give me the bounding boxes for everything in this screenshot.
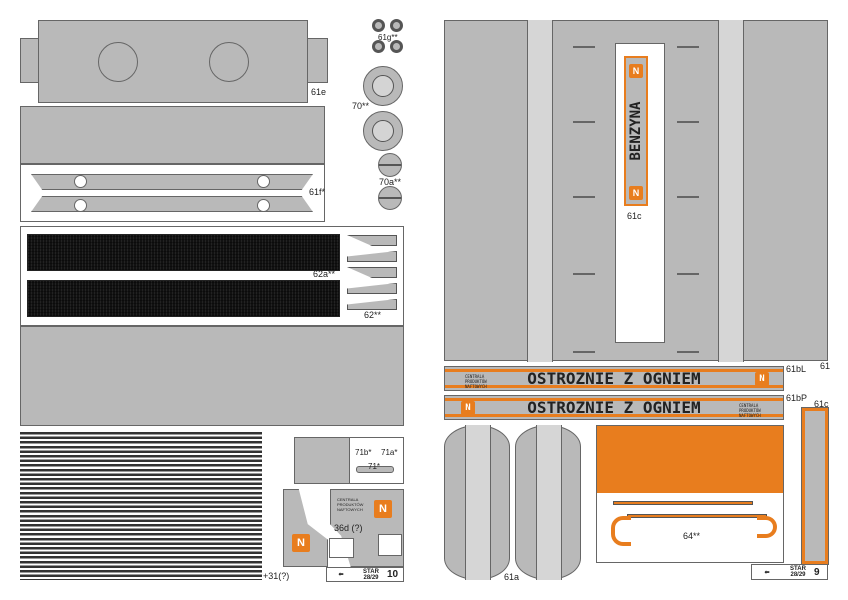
part-70a-1 <box>378 153 402 177</box>
ring <box>372 40 385 53</box>
part-64: 64** <box>596 425 784 563</box>
label-64: 64** <box>683 531 701 541</box>
cpn-text: CENTRALA PRODUKTÓW NAFTOWYCH <box>465 374 487 389</box>
part-62-bottom <box>20 326 404 426</box>
window <box>378 534 402 556</box>
label-62a: 62a** <box>313 269 336 279</box>
label-61a: 61a <box>504 572 520 582</box>
hole <box>98 42 138 82</box>
cpn-logo-icon: N <box>755 372 769 386</box>
fin <box>347 283 397 294</box>
part-61a-right <box>515 425 581 580</box>
hole <box>74 199 87 212</box>
grille-mesh <box>27 234 340 271</box>
label-61c-inner: 61c <box>627 211 642 221</box>
hole <box>257 175 270 188</box>
label-31: +31(?) <box>263 571 290 581</box>
rail-hook <box>757 516 777 538</box>
handle-part <box>356 466 394 473</box>
part-61c <box>801 407 829 565</box>
ring <box>390 40 403 53</box>
warning-text: OSTROŻNIE Z OGNIEM <box>527 369 701 388</box>
fold-strip <box>718 20 744 362</box>
footer-left: ⬅ STAR 28/29 10 <box>326 567 404 582</box>
part-61g <box>370 18 406 56</box>
page-number: 10 <box>387 569 399 580</box>
hole <box>209 42 249 82</box>
label-61bL: 61bL <box>786 364 807 374</box>
part-61bL: CENTRALA PRODUKTÓW NAFTOWYCH OSTROŻNIE Z… <box>444 366 784 391</box>
orange-panel <box>597 426 783 493</box>
fin <box>347 235 397 246</box>
benzyna-text: BENZYNA <box>628 101 644 161</box>
label-70a: 70a** <box>379 177 402 187</box>
benzyna-sign: N BENZYNA N <box>624 56 648 206</box>
hole <box>257 199 270 212</box>
truck-icon: ⬅ <box>764 569 770 576</box>
label-61c: 61c <box>814 399 829 409</box>
part-31-stripes <box>20 432 262 580</box>
fin <box>347 251 397 262</box>
cpn-logo-icon: N <box>374 500 392 518</box>
rail <box>613 501 753 505</box>
part-70a-2 <box>378 186 402 210</box>
part-61f <box>20 164 325 222</box>
rail <box>627 514 767 518</box>
part-61f-top <box>20 106 325 164</box>
label-61g: 61g** <box>378 33 398 42</box>
part-70b-disc <box>363 111 403 151</box>
fin <box>347 267 397 278</box>
label-71b: 71b* <box>355 448 372 457</box>
warning-text: OSTROŻNIE Z OGNIEM <box>527 398 701 417</box>
window <box>329 538 354 558</box>
ring <box>372 19 385 32</box>
label-71a: 71a* <box>381 448 398 457</box>
label-61f: 61f* <box>309 187 326 197</box>
part-71: 71b* 71a* 71* <box>349 437 404 484</box>
footer-right: ⬅ STAR 28/29 9 <box>751 564 828 580</box>
part-61a-left <box>444 425 510 580</box>
part-61e <box>38 20 308 103</box>
grille-mesh <box>27 280 340 317</box>
label-71: 71* <box>368 462 381 471</box>
cpn-logo-icon: N <box>629 64 643 78</box>
part-61: N BENZYNA N 61c <box>444 20 828 362</box>
label-61e: 61e <box>311 87 327 97</box>
label-61: 61 <box>820 361 831 371</box>
ring <box>390 19 403 32</box>
label-70: 70** <box>352 101 370 111</box>
part-61bP: N OSTROŻNIE Z OGNIEM CENTRALA PRODUKTÓW … <box>444 395 784 420</box>
label-62: 62** <box>364 310 382 320</box>
fin <box>347 299 397 310</box>
part-36d-left <box>283 489 328 567</box>
label-61bP: 61bP <box>786 393 808 403</box>
cpn-logo-icon: N <box>292 534 310 552</box>
rail-hook <box>611 516 631 546</box>
hole <box>74 175 87 188</box>
label-36d: 36d (?) <box>334 523 363 533</box>
cpn-logo-icon: N <box>461 401 475 415</box>
part-62 <box>20 226 404 326</box>
cpn-text: CENTRALA PRODUKTÓW NAFTOWYCH <box>739 403 761 418</box>
part-71-panel <box>294 437 350 484</box>
model-name: STAR 28/29 <box>363 568 379 581</box>
model-name: STAR 28/29 <box>790 566 806 578</box>
truck-icon: ⬅ <box>338 572 344 578</box>
page-number: 9 <box>814 566 820 578</box>
cpn-logo-icon: N <box>629 186 643 200</box>
cpn-text: CENTRALA PRODUKTÓW NAFTOWYCH <box>337 497 364 512</box>
fold-strip <box>527 20 553 362</box>
part-70a-disc <box>363 66 403 106</box>
